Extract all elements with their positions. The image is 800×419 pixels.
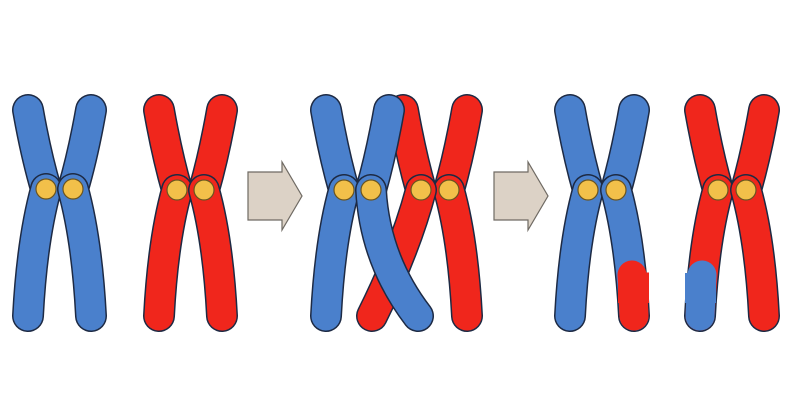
centromere <box>62 178 84 200</box>
red-chromosome-recombined <box>684 94 780 332</box>
centromere <box>410 179 432 201</box>
centromere <box>193 179 215 201</box>
blue-chromosome-original <box>12 94 107 332</box>
centromere <box>707 179 729 201</box>
centromere <box>333 179 355 201</box>
recombined-segment <box>618 273 649 303</box>
centromere <box>605 179 627 201</box>
chromatid-arm-crossing <box>356 175 433 331</box>
centromere <box>438 179 460 201</box>
chromatid-arm <box>731 175 779 331</box>
chromatid-arm <box>13 174 61 331</box>
red-chromosome-original <box>143 94 238 332</box>
centromere <box>166 179 188 201</box>
chromatid-arm <box>144 175 192 331</box>
arrow-right-icon <box>493 159 549 233</box>
blue-chromosome-recombined <box>554 94 650 332</box>
recombined-segment <box>685 273 716 303</box>
chromatid-arm <box>311 175 359 331</box>
centromere <box>735 179 757 201</box>
chromatid-arm <box>555 175 603 331</box>
chromatid-arm <box>58 174 106 331</box>
centromere <box>35 178 57 200</box>
centromere <box>577 179 599 201</box>
chromatid-arm <box>434 175 482 331</box>
chromatid-arm-crossing <box>357 175 436 331</box>
crossing-over-chromosomes <box>310 94 483 332</box>
centromere <box>360 179 382 201</box>
arrow-right-icon <box>247 159 303 233</box>
chromatid-arm <box>189 175 237 331</box>
